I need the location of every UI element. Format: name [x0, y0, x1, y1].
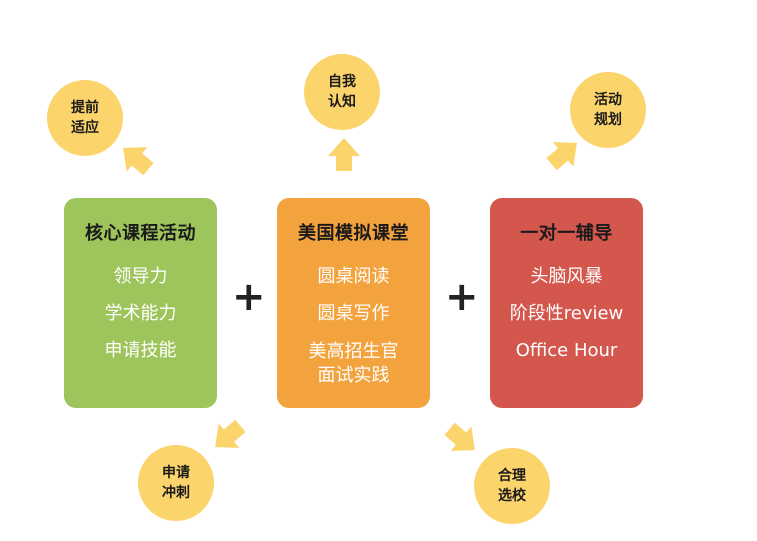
bubble-line: 合理	[498, 468, 526, 484]
box-item-line: 面试实践	[317, 365, 390, 386]
plus-sign: +	[232, 274, 266, 320]
arrow-to-bottom-right	[444, 422, 475, 451]
box-title: 美国模拟课堂	[298, 223, 409, 244]
box-mock-classroom: 美国模拟课堂 圆桌阅读 圆桌写作 美高招生官 面试实践	[277, 198, 430, 408]
bubble-activity-planning: 活动 规划	[570, 72, 646, 148]
box-title: 一对一辅导	[520, 223, 613, 244]
box-one-on-one: 一对一辅导 头脑风暴 阶段性review Office Hour	[490, 198, 643, 408]
bubble-school-selection: 合理 选校	[474, 448, 550, 524]
box-item: 申请技能	[104, 340, 177, 361]
box-item: 美高招生官 面试实践	[309, 340, 399, 388]
arrow-to-top-center	[328, 138, 360, 171]
bubble-line: 认知	[328, 94, 356, 110]
bubble-line: 活动	[594, 92, 622, 108]
arrow-to-top-left	[123, 147, 154, 176]
bubble-line: 适应	[71, 120, 99, 136]
bubble-application-sprint: 申请 冲刺	[138, 445, 214, 521]
bubble-line: 自我	[328, 74, 356, 90]
plus-sign: +	[445, 274, 479, 320]
bubble-self-awareness: 自我 认知	[304, 54, 380, 130]
bubble-line: 规划	[594, 112, 622, 128]
box-item: 领导力	[113, 266, 168, 287]
bubble-line: 提前	[71, 100, 99, 116]
arrow-to-bottom-left	[215, 419, 246, 448]
box-item: 圆桌阅读	[317, 266, 390, 287]
arrow-to-top-right	[546, 142, 577, 171]
bubble-line: 选校	[498, 488, 526, 504]
box-item: 阶段性review	[509, 303, 624, 324]
bubble-early-adaptation: 提前 适应	[47, 80, 123, 156]
box-core-courses: 核心课程活动 领导力 学术能力 申请技能	[64, 198, 217, 408]
box-title: 核心课程活动	[85, 223, 196, 244]
box-item: 头脑风暴	[530, 266, 603, 287]
bubble-line: 冲刺	[162, 485, 190, 501]
box-item: 学术能力	[104, 303, 177, 324]
box-item: 圆桌写作	[317, 303, 390, 324]
box-item: Office Hour	[515, 340, 618, 361]
box-item-line: 美高招生官	[308, 341, 399, 362]
bubble-line: 申请	[162, 465, 190, 481]
